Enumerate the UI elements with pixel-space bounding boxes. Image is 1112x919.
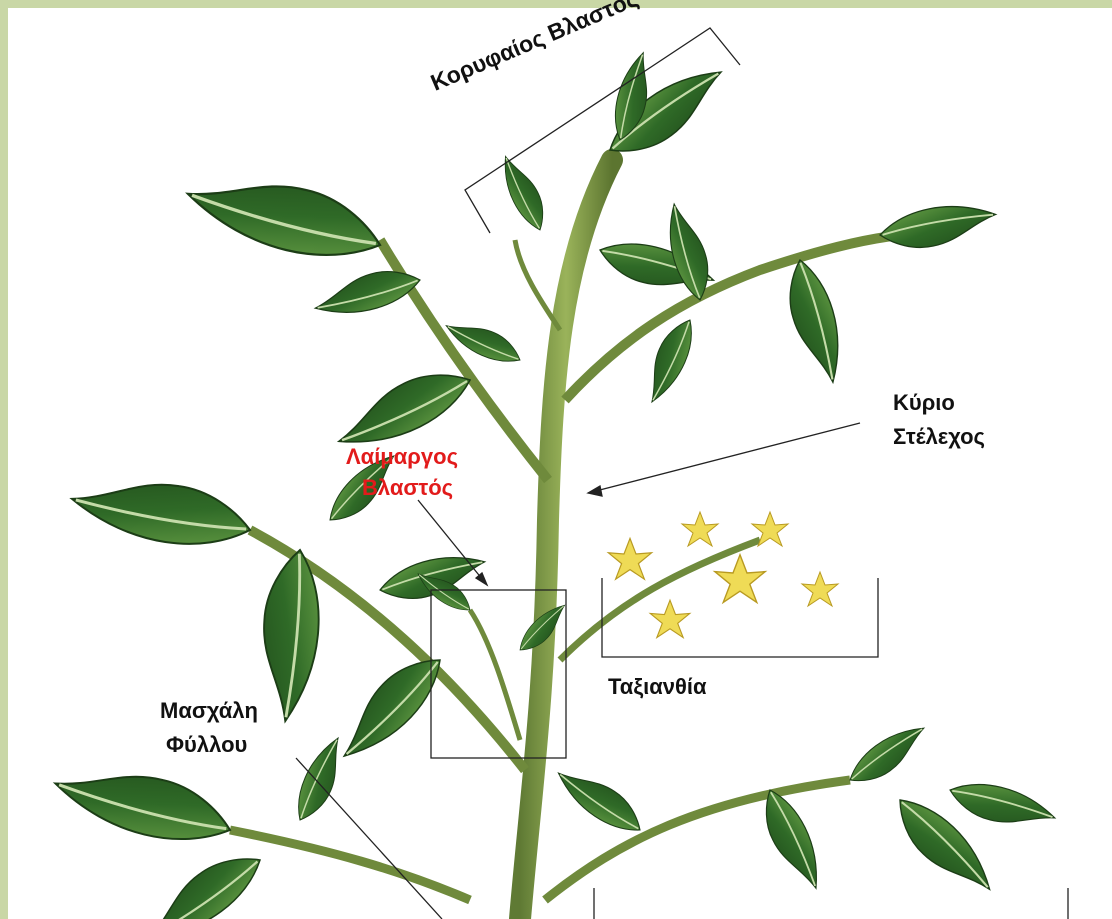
leaf-axil-label-line2: Φύλλου xyxy=(166,730,247,760)
sucker-label-line2: Βλαστός xyxy=(362,473,453,503)
leaf-axil-label-line1: Μασχάλη xyxy=(160,696,258,726)
leaf-axil-line xyxy=(296,758,442,919)
main-stem-label-line2: Στέλεχος xyxy=(893,422,985,452)
inflorescence-label: Ταξιανθία xyxy=(608,672,707,702)
sucker-label-line1: Λαίμαργος xyxy=(346,442,458,472)
main-stem-label-line1: Κύριο xyxy=(893,388,955,418)
flowers xyxy=(608,512,838,638)
sucker-arrowhead xyxy=(476,573,487,585)
main-stem-arrowhead xyxy=(588,486,602,496)
main-stem-arrow-line xyxy=(588,423,860,493)
